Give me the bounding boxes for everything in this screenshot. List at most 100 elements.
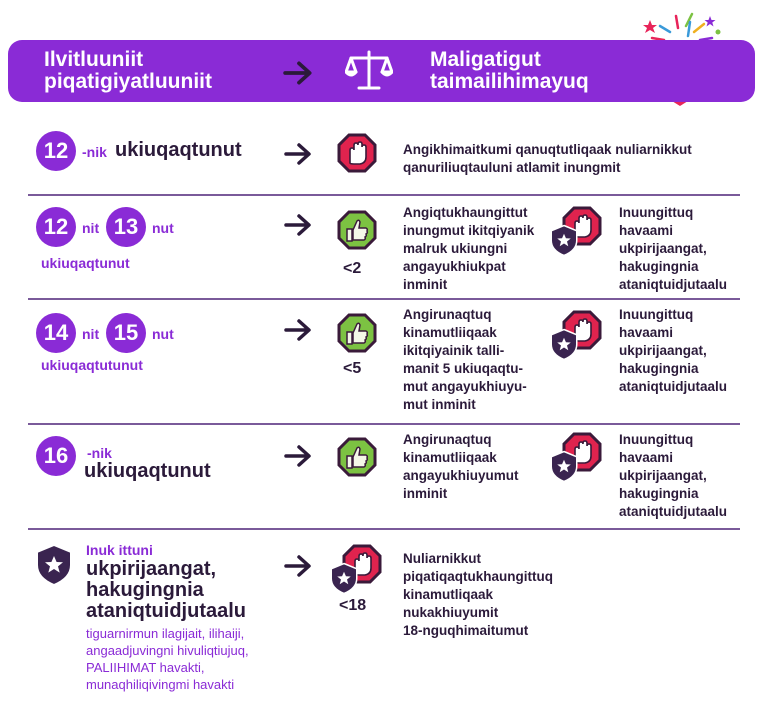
shield-star-icon	[329, 562, 359, 595]
arrow-icon	[284, 318, 314, 342]
row-divider	[28, 423, 740, 425]
shield-star-icon	[549, 328, 579, 361]
desc-line: ikitqiyainik talli-	[403, 343, 505, 358]
exception-line: havaami	[619, 223, 674, 238]
example-line: munaqhiliqivingmi havakti	[86, 677, 235, 692]
row-description: Angirunaqtuq kinamutliiqaak ikitqiyainik…	[403, 306, 527, 414]
desc-line: 18-nguqhimaitumut	[403, 623, 529, 638]
desc-line: angayukhiukpat	[403, 259, 506, 274]
desc-line: manit 5 ukiuqaqtu-	[403, 361, 524, 376]
row-exception: Inuungittuq havaami ukpirijaangat, hakug…	[619, 306, 727, 396]
title-line: hakugingnia	[86, 579, 204, 601]
header-left-line2: piqatigiyatluuniit	[44, 70, 212, 93]
desc-line: piqatiqaqtukhaungittuq	[403, 569, 553, 584]
example-line: tiguarnirmun ilagijait, ilihaiji,	[86, 626, 245, 641]
exception-line: ukpirijaangat,	[619, 343, 707, 358]
age-badge: 12	[36, 131, 76, 171]
desc-line: mut inminit	[403, 397, 476, 412]
desc-line: Angirunaqtuq	[403, 307, 492, 322]
arrow-icon	[283, 60, 315, 86]
scales-icon	[345, 50, 393, 90]
desc-line: qanuriliuqtauluni atlamit inungmit	[403, 160, 621, 175]
person-heading: Inuk ittuni	[86, 542, 153, 558]
age-label: ukiuqaqtunut	[84, 460, 211, 482]
desc-line: inungmut ikitqiyanik	[403, 223, 535, 238]
header-right-line2: taimailihimayuq	[430, 70, 589, 93]
title-line: ukpirijaangat,	[86, 558, 217, 580]
arrow-icon	[284, 554, 314, 578]
row-description: Angikhimaitkumi qanuqtutliqaak nuliarnik…	[403, 141, 692, 177]
exception-line: ataniqtuidjutaalu	[619, 504, 727, 519]
desc-line: inminit	[403, 486, 448, 501]
age-badge: 13	[106, 207, 146, 247]
arrow-icon	[284, 213, 314, 237]
desc-line: malruk ukiungni	[403, 241, 508, 256]
desc-line: nukakhiuyumit	[403, 605, 499, 620]
age-suffix: -nik	[87, 445, 112, 461]
age-label: ukiuqaqtunut	[41, 255, 130, 271]
header-right-line1: Maligatigut	[430, 48, 541, 71]
age-suffix: -nik	[82, 144, 107, 160]
age-limit: <18	[339, 597, 367, 614]
age-limit: <5	[343, 360, 362, 377]
thumbs-up-icon	[337, 313, 377, 353]
thumbs-up-icon	[337, 210, 377, 250]
age-badge: 16	[36, 436, 76, 476]
header-left-title: Ilvitluuniit piqatigiyatluuniit	[44, 49, 212, 93]
row-description: Angiqtukhaungittut inungmut ikitqiyanik …	[403, 204, 534, 294]
desc-line: Nuliarnikkut	[403, 551, 482, 566]
exception-line: hakugingnia	[619, 486, 699, 501]
age-label: ukiuqaqtunut	[115, 139, 242, 161]
exception-line: ukpirijaangat,	[619, 241, 707, 256]
exception-line: havaami	[619, 450, 674, 465]
arrow-icon	[284, 142, 314, 166]
age-suffix: nut	[152, 220, 174, 236]
desc-line: mut angayukhiuyu-	[403, 379, 527, 394]
row-exception: Inuungittuq havaami ukpirijaangat, hakug…	[619, 204, 727, 294]
exception-line: Inuungittuq	[619, 307, 694, 322]
header-left-line1: Ilvitluuniit	[44, 48, 144, 71]
row-divider	[28, 194, 740, 196]
shield-star-icon	[549, 450, 579, 483]
age-badge: 14	[36, 313, 76, 353]
age-badge: 15	[106, 313, 146, 353]
thumbs-up-icon	[337, 437, 377, 477]
age-label: ukiuqaqtutunut	[41, 357, 143, 373]
row-divider	[28, 298, 740, 300]
example-line: PALIIHIMAT havakti,	[86, 660, 205, 675]
exception-line: hakugingnia	[619, 259, 699, 274]
desc-line: Angirunaqtuq	[403, 432, 492, 447]
shield-star-icon	[549, 224, 579, 257]
desc-line: angayukhiuyumut	[403, 468, 519, 483]
exception-line: havaami	[619, 325, 674, 340]
arrow-icon	[284, 444, 314, 468]
person-title: ukpirijaangat, hakugingnia ataniqtuidjut…	[86, 559, 246, 622]
age-limit: <2	[343, 260, 362, 277]
row-divider	[28, 528, 740, 530]
row-description: Nuliarnikkut piqatiqaqtukhaungittuq kina…	[403, 550, 553, 640]
desc-line: kinamutliiqaak	[403, 450, 497, 465]
age-badge: 12	[36, 207, 76, 247]
shield-star-icon	[34, 543, 74, 587]
desc-line: kinamutliiqaak	[403, 325, 497, 340]
exception-line: ataniqtuidjutaalu	[619, 379, 727, 394]
age-suffix: nut	[152, 326, 174, 342]
desc-line: Angiqtukhaungittut	[403, 205, 528, 220]
age-conj: nit	[82, 220, 100, 236]
age-conj: nit	[82, 326, 100, 342]
desc-line: kinamutliqaak	[403, 587, 494, 602]
desc-line: Angikhimaitkumi qanuqtutliqaak nuliarnik…	[403, 142, 692, 157]
exception-line: Inuungittuq	[619, 432, 694, 447]
stop-hand-icon	[337, 133, 377, 173]
person-examples: tiguarnirmun ilagijait, ilihaiji, angaad…	[86, 625, 249, 693]
example-line: angaadjuvingni hivuliqtiujuq,	[86, 643, 249, 658]
exception-line: ukpirijaangat,	[619, 468, 707, 483]
exception-line: Inuungittuq	[619, 205, 694, 220]
header-right-title: Maligatigut taimailihimayuq	[430, 49, 589, 93]
title-line: ataniqtuidjutaalu	[86, 600, 246, 622]
exception-line: hakugingnia	[619, 361, 699, 376]
row-description: Angirunaqtuq kinamutliiqaak angayukhiuyu…	[403, 431, 519, 503]
desc-line: inminit	[403, 277, 448, 292]
row-exception: Inuungittuq havaami ukpirijaangat, hakug…	[619, 431, 727, 521]
exception-line: ataniqtuidjutaalu	[619, 277, 727, 292]
